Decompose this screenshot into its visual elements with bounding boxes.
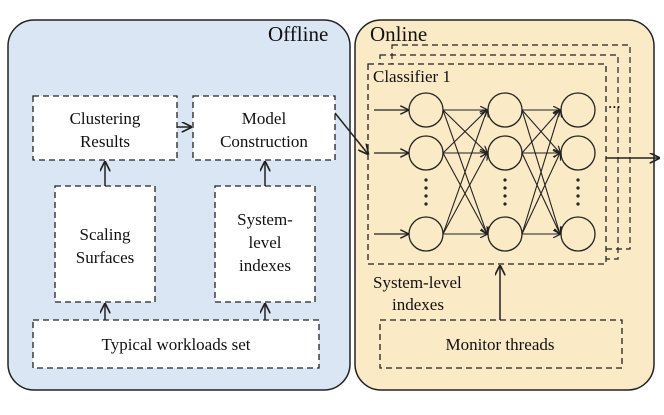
nn-ellipsis-dot: [503, 194, 507, 198]
nn-ellipsis-dot: [576, 186, 580, 190]
online-system-indexes-line1: System-level: [373, 273, 462, 292]
system-indexes-box: [214, 185, 316, 303]
neural-network: [374, 92, 596, 252]
system-indexes-line2: level: [248, 233, 281, 252]
scaling-surfaces-line2: Surfaces: [76, 248, 135, 267]
nn-ellipsis-dot: [503, 178, 507, 182]
nn-connection: [521, 153, 560, 235]
nn-ellipsis-dot: [424, 178, 428, 182]
classifier-label: Classifier 1: [373, 67, 451, 86]
nn-ellipsis-dot: [424, 202, 428, 206]
more-classifiers-ellipsis: ...: [608, 93, 621, 112]
nn-ellipsis-dot: [576, 202, 580, 206]
nn-connection: [442, 110, 487, 235]
monitor-threads-label: Monitor threads: [445, 335, 554, 354]
nn-neuron: [487, 92, 523, 128]
scaling-surfaces-box: [54, 185, 156, 303]
nn-ellipsis-dot: [424, 186, 428, 190]
nn-neuron: [560, 92, 596, 128]
clustering-results-box: [32, 95, 178, 161]
online-panel: Online Classifier 1 ... System-level ind…: [354, 19, 659, 391]
clustering-results-line2: Results: [80, 132, 130, 151]
system-indexes-line1: System-: [237, 210, 293, 229]
online-system-indexes-line2: indexes: [392, 295, 444, 314]
nn-neuron: [408, 92, 444, 128]
nn-connection: [521, 110, 560, 235]
nn-neuron: [487, 216, 523, 252]
nn-ellipsis-dot: [503, 202, 507, 206]
monitor-threads-box: [379, 319, 623, 369]
nn-connection: [442, 110, 487, 154]
nn-ellipsis-dot: [503, 186, 507, 190]
nn-ellipsis-dot: [424, 194, 428, 198]
model-construction-line1: Model: [242, 109, 287, 128]
online-title: Online: [370, 22, 427, 46]
nn-ellipsis-dot: [576, 178, 580, 182]
nn-neuron: [408, 135, 444, 171]
nn-connection: [521, 110, 560, 154]
clustering-results-line1: Clustering: [70, 109, 141, 128]
offline-panel: Offline Clustering Results Model Constru…: [7, 19, 351, 391]
model-construction-box: [192, 95, 336, 161]
scaling-surfaces-line1: Scaling: [80, 225, 131, 244]
nn-neuron: [408, 216, 444, 252]
model-construction-line2: Construction: [220, 132, 308, 151]
nn-neuron: [560, 216, 596, 252]
nn-ellipsis-dot: [576, 194, 580, 198]
nn-connection: [442, 153, 487, 235]
system-indexes-line3: indexes: [239, 256, 291, 275]
typical-workloads-box: [32, 319, 320, 369]
arrow-model-to-classifier: [334, 112, 368, 154]
typical-workloads-label: Typical workloads set: [102, 335, 251, 354]
nn-neuron: [487, 135, 523, 171]
nn-neuron: [560, 135, 596, 171]
offline-title: Offline: [268, 22, 328, 46]
